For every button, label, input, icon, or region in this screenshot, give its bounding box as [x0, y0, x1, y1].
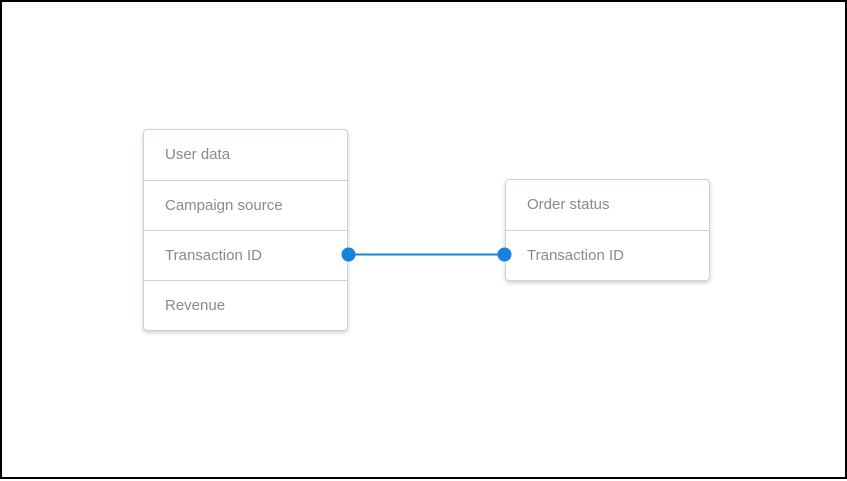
table-row: User data: [144, 130, 347, 180]
field-label-transaction-id-left: Transaction ID: [165, 247, 262, 264]
field-label-order-status: Order status: [527, 196, 610, 213]
field-label-transaction-id-right: Transaction ID: [527, 247, 624, 264]
table-row: Transaction ID: [506, 230, 709, 280]
left-entity-table: User data Campaign source Transaction ID…: [143, 129, 348, 331]
field-label-revenue: Revenue: [165, 297, 226, 314]
table-row: Order status: [506, 180, 709, 230]
field-label-user-data: User data: [165, 146, 231, 163]
table-row: Transaction ID: [144, 230, 347, 280]
table-row: Revenue: [144, 280, 347, 330]
right-entity-table: Order status Transaction ID: [505, 179, 710, 281]
table-row: Campaign source: [144, 180, 347, 230]
field-label-campaign-source: Campaign source: [165, 197, 283, 214]
